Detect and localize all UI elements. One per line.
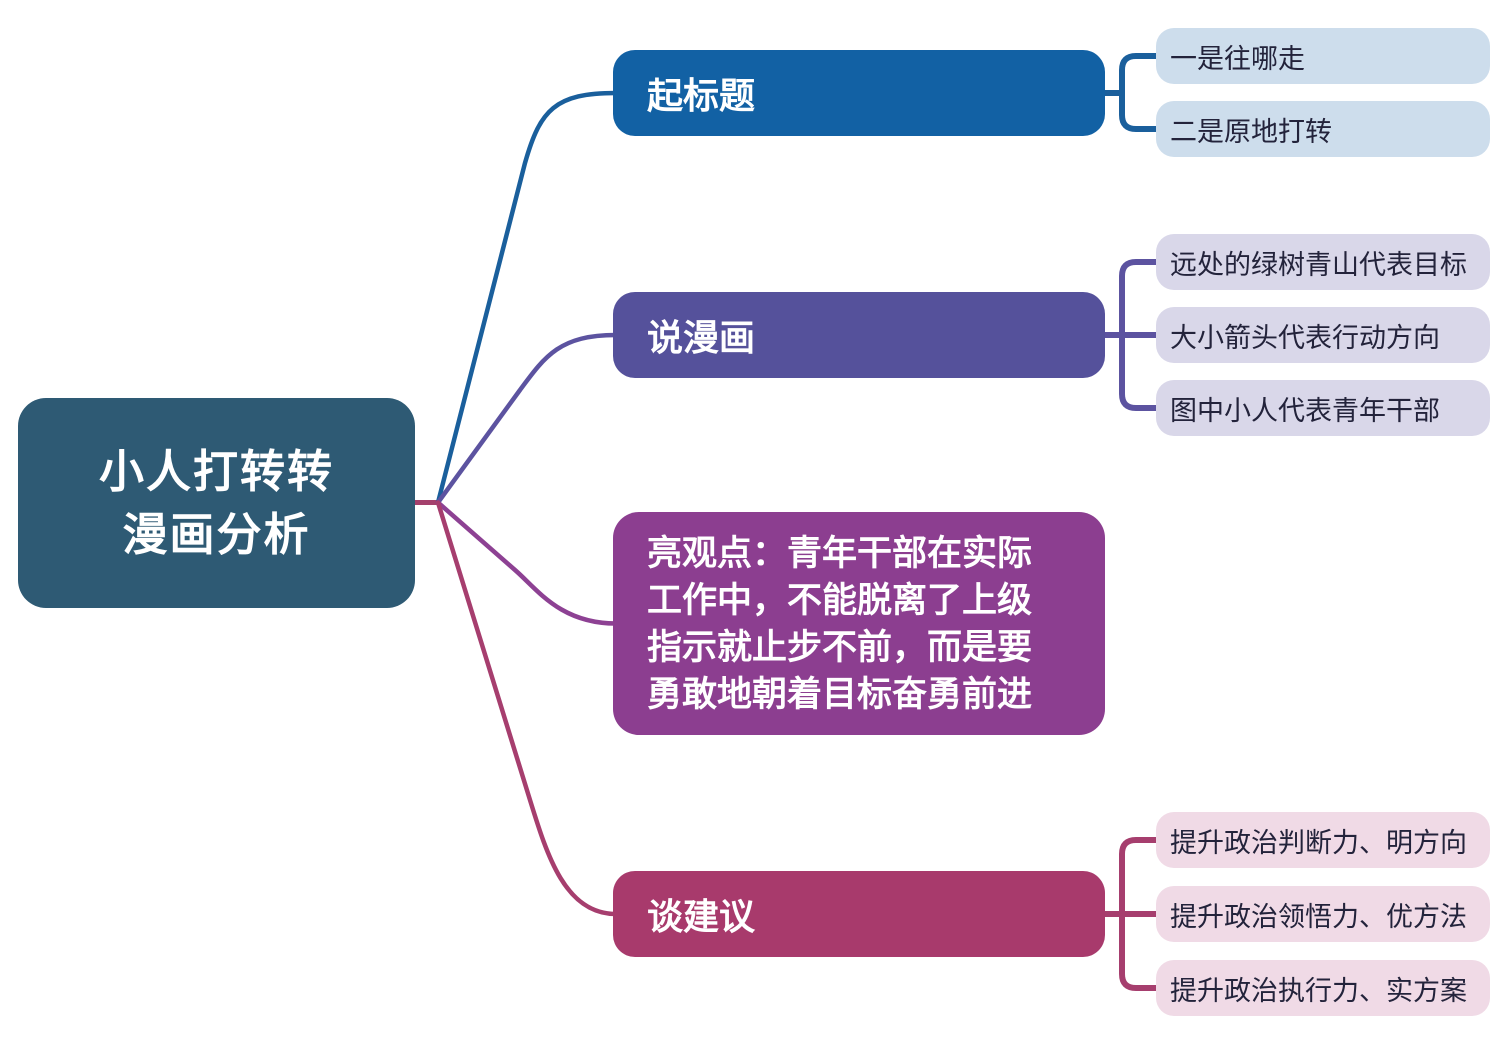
subtopic-2-2-label: 大小箭头代表行动方向 <box>1170 322 1440 353</box>
topic-4-label: 谈建议 <box>647 896 756 937</box>
topic-2-label: 说漫画 <box>647 317 756 358</box>
subtopic-4-1-label: 提升政治判断力、明方向 <box>1170 827 1467 858</box>
subtopic-node-2-1[interactable]: 远处的绿树青山代表目标 <box>1156 234 1490 290</box>
connector-topic4-children <box>1102 837 1159 991</box>
connector-root-to-topic4 <box>435 500 619 917</box>
subtopic-4-3-label: 提升政治执行力、实方案 <box>1170 975 1467 1006</box>
subtopic-node-1-2[interactable]: 二是原地打转 <box>1156 101 1490 157</box>
subtopic-2-3-label: 图中小人代表青年干部 <box>1170 395 1440 426</box>
subtopic-node-2-2[interactable]: 大小箭头代表行动方向 <box>1156 307 1490 363</box>
subtopic-node-4-1[interactable]: 提升政治判断力、明方向 <box>1156 812 1490 868</box>
topic-3-label-line2: 工作中，不能脱离了上级 <box>647 580 1033 620</box>
connector-root-to-topic3 <box>435 500 619 626</box>
subtopic-2-1-label: 远处的绿树青山代表目标 <box>1170 249 1467 280</box>
connector-root-to-topic1 <box>435 90 619 505</box>
subtopic-4-2-label: 提升政治领悟力、优方法 <box>1170 901 1467 932</box>
topic-node-2[interactable]: 说漫画 <box>613 292 1105 378</box>
topic-3-label-line4: 勇敢地朝着目标奋勇前进 <box>647 674 1033 714</box>
root-title-line2: 漫画分析 <box>122 509 311 560</box>
root-node[interactable]: 小人打转转 漫画分析 <box>18 398 415 608</box>
topic-node-4[interactable]: 谈建议 <box>613 871 1105 957</box>
topic-3-label-line1: 亮观点：青年干部在实际 <box>647 533 1033 573</box>
connector-topic2-children <box>1102 259 1159 411</box>
connector-root-to-topic2 <box>435 332 619 505</box>
subtopic-node-1-1[interactable]: 一是往哪走 <box>1156 28 1490 84</box>
topic-3-label-line3: 指示就止步不前，而是要 <box>647 627 1033 667</box>
connector-topic1-children <box>1102 53 1159 132</box>
subtopic-1-1-label: 一是往哪走 <box>1170 43 1305 74</box>
topic-node-1[interactable]: 起标题 <box>613 50 1105 136</box>
subtopic-node-4-3[interactable]: 提升政治执行力、实方案 <box>1156 960 1490 1016</box>
topic-1-label: 起标题 <box>647 75 756 116</box>
subtopic-node-2-3[interactable]: 图中小人代表青年干部 <box>1156 380 1490 436</box>
subtopic-node-4-2[interactable]: 提升政治领悟力、优方法 <box>1156 886 1490 942</box>
root-title-line1: 小人打转转 <box>98 446 334 497</box>
subtopic-1-2-label: 二是原地打转 <box>1170 116 1332 147</box>
topic-node-3[interactable]: 亮观点：青年干部在实际 工作中，不能脱离了上级 指示就止步不前，而是要 勇敢地朝… <box>613 512 1105 735</box>
